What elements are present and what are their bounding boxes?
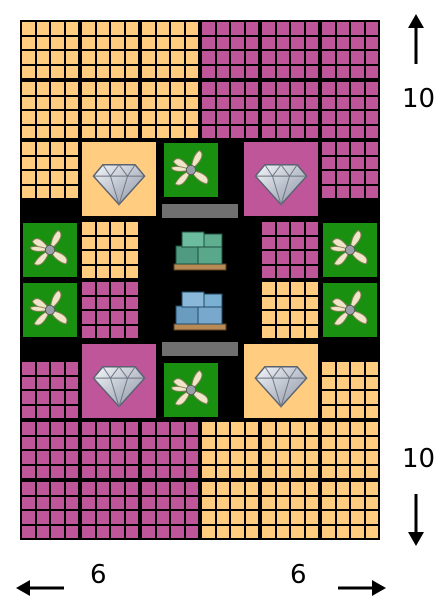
top-right-count: 10: [402, 84, 436, 114]
purple-tile[interactable]: [80, 280, 140, 340]
game-board: [20, 20, 380, 540]
purple-tile[interactable]: [140, 420, 200, 480]
purple-tile[interactable]: [260, 20, 320, 80]
propeller-tile[interactable]: [21, 221, 79, 279]
purple-tile[interactable]: [260, 220, 320, 280]
diamond-tile[interactable]: [80, 342, 158, 420]
diamond-icon: [254, 365, 308, 409]
propeller-icon: [29, 229, 68, 266]
propeller-tile[interactable]: [321, 221, 379, 279]
orange-tile[interactable]: [320, 420, 380, 480]
propeller-tile[interactable]: [162, 361, 220, 419]
grey-bar: [162, 342, 238, 356]
orange-tile[interactable]: [20, 140, 80, 200]
diamond-tile[interactable]: [80, 140, 158, 218]
propeller-icon: [29, 289, 68, 326]
orange-tile[interactable]: [260, 280, 320, 340]
propeller-tile[interactable]: [162, 141, 220, 199]
propeller-icon: [329, 289, 368, 326]
propeller-icon: [329, 229, 368, 266]
purple-tile[interactable]: [80, 480, 140, 540]
down-arrow-icon: [408, 494, 424, 546]
diamond-icon: [254, 163, 308, 207]
green-crates-icon[interactable]: [170, 226, 230, 276]
propeller-icon: [170, 149, 209, 186]
orange-tile[interactable]: [320, 360, 380, 420]
purple-tile[interactable]: [20, 420, 80, 480]
purple-tile[interactable]: [200, 20, 260, 80]
orange-tile[interactable]: [320, 480, 380, 540]
left-arrow-icon: [16, 580, 64, 596]
purple-tile[interactable]: [320, 140, 380, 200]
diamond-tile[interactable]: [242, 342, 320, 420]
purple-tile[interactable]: [320, 80, 380, 140]
bottom-left-count: 6: [90, 560, 107, 590]
bottom-right-count: 10: [402, 444, 436, 474]
orange-tile[interactable]: [140, 20, 200, 80]
purple-tile[interactable]: [200, 80, 260, 140]
up-arrow-icon: [408, 14, 424, 64]
bottom-right-lower-count: 6: [290, 560, 307, 590]
orange-tile[interactable]: [80, 20, 140, 80]
propeller-icon: [170, 369, 209, 406]
orange-tile[interactable]: [20, 20, 80, 80]
orange-tile[interactable]: [140, 80, 200, 140]
purple-tile[interactable]: [80, 420, 140, 480]
diamond-icon: [92, 365, 146, 409]
orange-tile[interactable]: [200, 480, 260, 540]
purple-tile[interactable]: [20, 480, 80, 540]
purple-tile[interactable]: [320, 20, 380, 80]
purple-tile[interactable]: [260, 80, 320, 140]
right-arrow-icon: [338, 580, 386, 596]
diamond-tile[interactable]: [242, 140, 320, 218]
orange-tile[interactable]: [20, 80, 80, 140]
orange-tile[interactable]: [200, 420, 260, 480]
diamond-icon: [92, 163, 146, 207]
purple-tile[interactable]: [140, 480, 200, 540]
orange-tile[interactable]: [260, 480, 320, 540]
propeller-tile[interactable]: [321, 281, 379, 339]
blue-crates-icon[interactable]: [170, 286, 230, 336]
orange-tile[interactable]: [80, 80, 140, 140]
orange-tile[interactable]: [80, 220, 140, 280]
grey-bar: [162, 204, 238, 218]
propeller-tile[interactable]: [21, 281, 79, 339]
orange-tile[interactable]: [260, 420, 320, 480]
purple-tile[interactable]: [20, 360, 80, 420]
